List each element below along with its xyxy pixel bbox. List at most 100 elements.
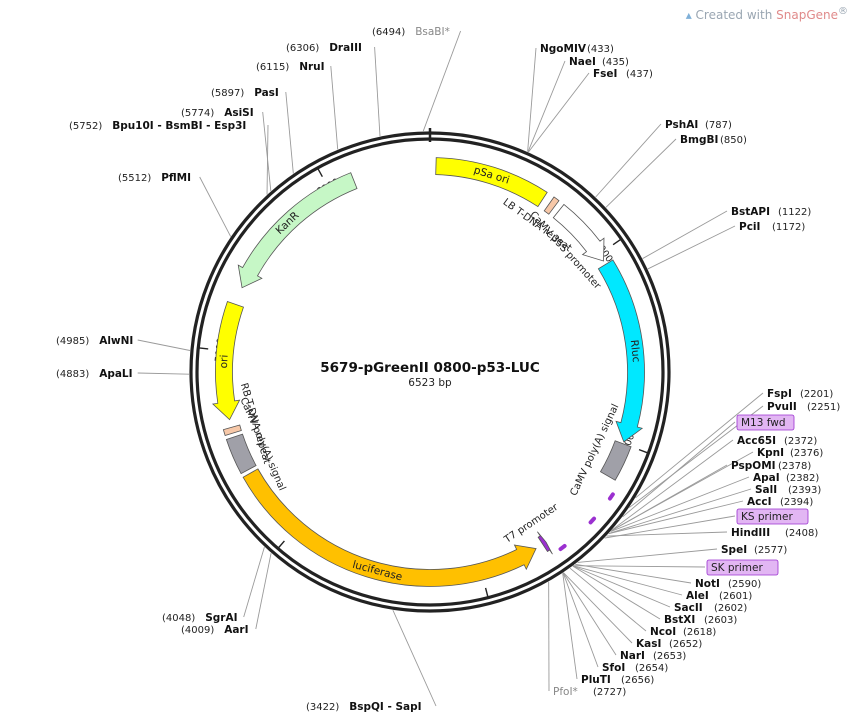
site-sali[interactable]: SalI(2393) xyxy=(755,484,821,496)
feature-t7-promoter xyxy=(537,531,553,555)
site-sgrai[interactable]: (4048)SgrAI xyxy=(162,612,237,624)
site-position: (2577) xyxy=(754,545,787,556)
site-name: BmgBI xyxy=(680,134,718,146)
site-sfoi[interactable]: SfoI(2654) xyxy=(602,662,668,674)
site-position: (787) xyxy=(705,120,732,131)
feature-camv-35s-promoter xyxy=(552,203,605,262)
leader-alwni xyxy=(137,339,191,351)
plasmid-size: 6523 bp xyxy=(408,377,452,389)
site-name: PvuII xyxy=(767,401,797,413)
site-pflmi[interactable]: (5512)PflMI xyxy=(118,172,191,184)
site-bstapi[interactable]: BstAPI (1122) xyxy=(731,206,811,218)
primer-binding-mark-2 xyxy=(558,544,567,552)
site-apai[interactable]: ApaI (2382) xyxy=(753,472,819,484)
feature-rluc xyxy=(597,259,645,443)
site-position: (4009) xyxy=(181,625,214,636)
plasmid-backbone xyxy=(189,128,671,613)
leader-naei xyxy=(527,60,566,153)
site-m13-fwd[interactable]: M13 fwd xyxy=(736,414,795,431)
leader-ngomiv xyxy=(527,47,537,152)
site-noti[interactable]: NotI(2590) xyxy=(695,578,761,590)
snapgene-logo-icon: ▴ xyxy=(685,8,692,22)
site-name: NcoI xyxy=(650,626,676,638)
leader-bpu10i-bsmbi-esp3i xyxy=(266,124,269,195)
site-bpu10i-bsmbi-esp3i[interactable]: (5752)Bpu10I - BsmBI - Esp3I xyxy=(69,120,246,132)
site-position: (433) xyxy=(587,44,614,55)
site-spei[interactable]: SpeI(2577) xyxy=(721,544,787,556)
site-pfoi[interactable]: PfoI*(2727) xyxy=(553,686,626,698)
site-name: AarI xyxy=(224,624,248,636)
site-bstxi[interactable]: BstXI(2603) xyxy=(664,614,737,626)
plasmid-name: 5679-pGreenII 0800-p53-LUC xyxy=(320,360,540,376)
site-name: BstAPI xyxy=(731,206,770,218)
site-hindiii[interactable]: HindIII(2408) xyxy=(731,527,818,539)
leader-acc65i xyxy=(611,439,734,531)
leader-draiii xyxy=(374,46,381,137)
site-apali[interactable]: (4883)ApaLI xyxy=(56,368,133,380)
site-asisi[interactable]: (5774)AsiSI xyxy=(181,107,254,119)
site-fspi[interactable]: FspI(2201) xyxy=(767,388,833,400)
feature-lb-t-dna-repeat xyxy=(543,196,560,215)
site-position: (3422) xyxy=(306,702,339,713)
leader-apali xyxy=(137,372,190,375)
site-ngomiv[interactable]: NgoMIV(433) xyxy=(540,43,614,55)
site-pasi[interactable]: (5897)PasI xyxy=(211,87,279,99)
site-fsei[interactable]: FseI(437) xyxy=(593,68,653,80)
site-position: (2652) xyxy=(669,639,702,650)
site-naei[interactable]: NaeI(435) xyxy=(569,56,629,68)
site-name: SfoI xyxy=(602,662,625,674)
leader-bsabi xyxy=(422,30,462,132)
site-name: DraIII xyxy=(329,42,362,54)
site-name: PflMI xyxy=(161,172,191,184)
site-sacii[interactable]: SacII(2602) xyxy=(674,602,747,614)
site-bmgbi[interactable]: BmgBI(850) xyxy=(680,134,747,146)
site-sk-primer[interactable]: SK primer xyxy=(706,559,779,576)
site-pcii[interactable]: PciI(1172) xyxy=(739,221,805,233)
leader-pshai xyxy=(595,123,662,198)
feature-kanr xyxy=(237,172,358,289)
site-kpni[interactable]: KpnI(2376) xyxy=(757,447,823,459)
site-pshai[interactable]: PshAI(787) xyxy=(665,119,732,131)
site-name: NotI xyxy=(695,578,720,590)
site-ks-primer[interactable]: KS primer xyxy=(736,508,809,525)
site-bspqi-sapi[interactable]: (3422)BspQI - SapI xyxy=(306,701,422,713)
feature-label-t7-promoter: T7 promoter xyxy=(502,501,561,546)
site-bsabi[interactable]: (6494)BsaBI* xyxy=(372,26,450,38)
site-alwni[interactable]: (4985)AlwNI xyxy=(56,335,133,347)
feature-ori xyxy=(211,300,244,421)
site-aari[interactable]: (4009) AarI xyxy=(181,624,248,636)
site-position: (1122) xyxy=(778,207,811,218)
site-nrui[interactable]: (6115) NruI xyxy=(256,61,325,73)
site-position: (2653) xyxy=(653,651,686,662)
site-draiii[interactable]: (6306)DraIII xyxy=(286,42,362,54)
site-pvuii[interactable]: PvuII(2251) xyxy=(767,401,840,413)
site-alei[interactable]: AleI(2601) xyxy=(686,590,752,602)
site-name: PfoI* xyxy=(553,686,578,698)
leader-pcii xyxy=(647,225,736,270)
primer-box-ks-primer xyxy=(736,508,809,525)
site-pspomi[interactable]: PspOMI(2378) xyxy=(731,460,811,472)
site-name: HindIII xyxy=(731,527,770,539)
site-name: NruI xyxy=(299,61,324,73)
site-nari[interactable]: NarI(2653) xyxy=(620,650,686,662)
site-acci[interactable]: AccI(2394) xyxy=(747,496,813,508)
site-acc65i[interactable]: Acc65I(2372) xyxy=(737,435,817,447)
leader-acci xyxy=(608,500,744,535)
site-position: (2378) xyxy=(778,461,811,472)
site-kasi[interactable]: KasI(2652) xyxy=(636,638,702,650)
leader-kasi xyxy=(563,572,633,644)
site-name: BstXI xyxy=(664,614,695,626)
leader-ncoi xyxy=(569,567,647,632)
site-name: ApaI xyxy=(753,472,780,484)
site-name: AsiSI xyxy=(224,107,253,119)
site-position: (2382) xyxy=(786,473,819,484)
leader-noti xyxy=(575,563,692,584)
site-position: (6115) xyxy=(256,62,289,73)
feature-label-ori: ori xyxy=(218,354,231,368)
site-name: FseI xyxy=(593,68,617,80)
leader-fspi xyxy=(635,392,764,499)
site-pluti[interactable]: PluTI(2656) xyxy=(581,674,654,686)
leader-bspqi-sapi xyxy=(392,609,437,707)
site-ncoi[interactable]: NcoI(2618) xyxy=(650,626,716,638)
feature-psa-ori xyxy=(435,157,548,208)
